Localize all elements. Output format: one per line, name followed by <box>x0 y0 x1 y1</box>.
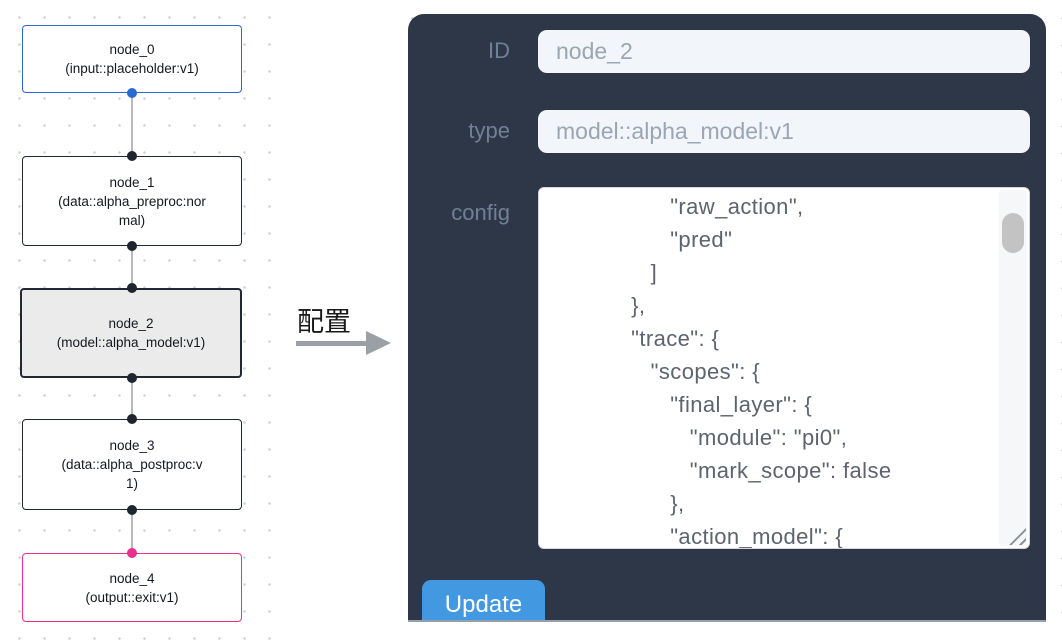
config-json-text[interactable]: "raw_action", "pred" ] }, "trace": { "sc… <box>631 194 892 548</box>
node-title: node_3 <box>109 438 155 453</box>
flow-node-node_4[interactable]: node_4 (output::exit:v1) <box>22 553 242 622</box>
edge-node2-node3[interactable] <box>131 378 133 419</box>
update-button[interactable]: Update <box>422 580 545 622</box>
edge-node0-node1[interactable] <box>131 93 133 156</box>
flow-node-node_3[interactable]: node_3 (data::alpha_postproc:v1) <box>22 419 242 510</box>
id-input[interactable] <box>538 30 1030 73</box>
node-subtitle: (model::alpha_model:v1) <box>56 335 206 350</box>
node-title: node_2 <box>108 316 154 331</box>
edge-node3-node4[interactable] <box>131 510 133 553</box>
node-config-panel: ID type config "raw_action", "pred" ] },… <box>408 14 1046 622</box>
port-node1-target[interactable] <box>127 151 137 161</box>
config-field-label: config <box>451 200 510 225</box>
flow-node-node_1[interactable]: node_1 (data::alpha_preproc:normal) <box>22 156 242 246</box>
edge-node1-node2[interactable] <box>131 246 133 288</box>
port-node2-target[interactable] <box>127 283 137 293</box>
node-title: node_4 <box>109 570 155 586</box>
transfer-label: 配置 <box>297 307 351 337</box>
config-scrollbar-thumb[interactable] <box>1002 213 1024 253</box>
node-title: node_0 <box>109 42 155 57</box>
arrow-right-icon <box>366 331 391 355</box>
port-node1-source[interactable] <box>127 241 137 251</box>
node-subtitle: (data::alpha_preproc:normal) <box>58 193 206 228</box>
arrow-shaft <box>296 341 370 346</box>
config-textarea[interactable]: "raw_action", "pred" ] }, "trace": { "sc… <box>538 187 1030 549</box>
id-field-label: ID <box>488 38 510 63</box>
node-subtitle: (input::placeholder:v1) <box>65 61 199 76</box>
panel-bottom-edge <box>408 620 1046 622</box>
port-node0-source[interactable] <box>127 88 137 98</box>
type-input[interactable] <box>538 110 1030 153</box>
node-subtitle: (data::alpha_postproc:v1) <box>61 457 203 491</box>
type-field-label: type <box>468 118 510 143</box>
flow-node-node_0[interactable]: node_0 (input::placeholder:v1) <box>22 25 242 93</box>
flow-node-node_2[interactable]: node_2 (model::alpha_model:v1) <box>20 288 242 378</box>
port-node2-source[interactable] <box>127 373 137 383</box>
port-node3-target[interactable] <box>127 414 137 424</box>
node-title: node_1 <box>109 174 155 190</box>
port-node3-source[interactable] <box>127 505 137 515</box>
port-node4-target[interactable] <box>127 548 137 558</box>
config-scrollbar-track[interactable] <box>999 190 1027 546</box>
node-subtitle: (output::exit:v1) <box>85 589 179 605</box>
flow-canvas[interactable]: node_0 (input::placeholder:v1) node_1 (d… <box>0 0 282 643</box>
